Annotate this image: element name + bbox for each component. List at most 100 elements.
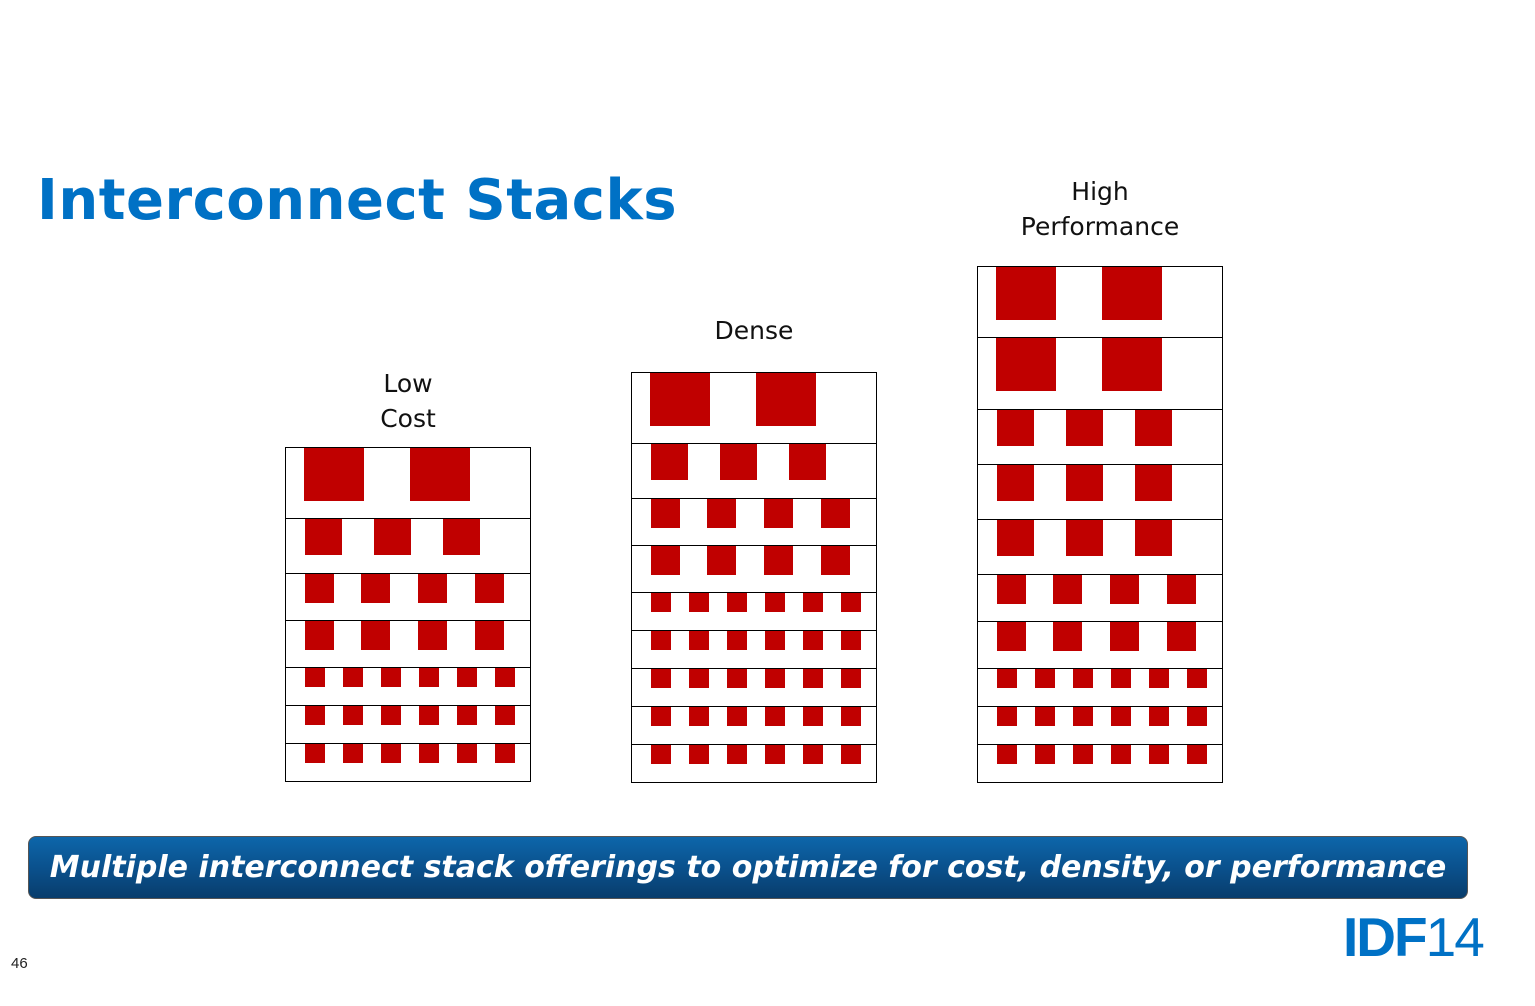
label-line: Cost [380, 404, 436, 433]
idf-logo: IDF14 [1343, 905, 1485, 969]
interconnect-square [727, 745, 747, 764]
interconnect-square [305, 668, 325, 687]
interconnect-square [419, 744, 439, 763]
interconnect-square [765, 593, 785, 612]
interconnect-square [651, 593, 671, 612]
stack-dense [631, 372, 877, 783]
interconnect-square [727, 707, 747, 726]
interconnect-square [651, 745, 671, 764]
interconnect-square [1053, 622, 1082, 651]
interconnect-square [457, 668, 477, 687]
stack-label-high-performance: High Performance [977, 174, 1223, 244]
metal-layer [631, 593, 877, 631]
interconnect-square [1102, 267, 1162, 320]
interconnect-square [304, 448, 364, 501]
interconnect-square [651, 707, 671, 726]
page-number: 46 [11, 955, 28, 972]
metal-layer [631, 707, 877, 745]
interconnect-square [1149, 669, 1169, 688]
interconnect-square [361, 574, 390, 603]
metal-layer [631, 631, 877, 669]
interconnect-square [803, 669, 823, 688]
interconnect-square [803, 593, 823, 612]
metal-layer [977, 338, 1223, 410]
interconnect-square [457, 744, 477, 763]
interconnect-square [1066, 465, 1103, 501]
interconnect-square [997, 622, 1026, 651]
stack-label-low-cost: Low Cost [285, 366, 531, 436]
interconnect-square [305, 706, 325, 725]
interconnect-square [707, 546, 736, 575]
interconnect-square [651, 631, 671, 650]
interconnect-square [841, 669, 861, 688]
metal-layer [631, 669, 877, 707]
banner-text: Multiple interconnect stack offerings to… [49, 850, 1447, 885]
stack-label-dense: Dense [631, 313, 877, 348]
interconnect-square [1187, 745, 1207, 764]
metal-layer [631, 372, 877, 444]
interconnect-square [1135, 410, 1172, 446]
interconnect-square [1111, 669, 1131, 688]
interconnect-square [361, 621, 390, 650]
interconnect-square [689, 745, 709, 764]
interconnect-square [305, 574, 334, 603]
interconnect-square [997, 707, 1017, 726]
stack-high-performance [977, 266, 1223, 783]
interconnect-square [443, 519, 480, 555]
interconnect-square [374, 519, 411, 555]
interconnect-square [495, 668, 515, 687]
metal-layer [285, 574, 531, 621]
interconnect-square [418, 621, 447, 650]
interconnect-square [475, 574, 504, 603]
interconnect-square [727, 669, 747, 688]
interconnect-square [1073, 707, 1093, 726]
metal-layer [285, 621, 531, 668]
metal-layer [977, 465, 1223, 520]
interconnect-square [841, 631, 861, 650]
interconnect-square [419, 706, 439, 725]
interconnect-square [765, 669, 785, 688]
metal-layer [977, 575, 1223, 622]
interconnect-square [1111, 707, 1131, 726]
metal-layer [285, 519, 531, 574]
interconnect-square [764, 499, 793, 528]
interconnect-square [689, 631, 709, 650]
interconnect-square [789, 444, 826, 480]
metal-layer [977, 707, 1223, 745]
interconnect-square [651, 499, 680, 528]
interconnect-square [343, 668, 363, 687]
interconnect-square [1073, 745, 1093, 764]
interconnect-square [651, 444, 688, 480]
interconnect-square [1135, 520, 1172, 556]
metal-layer [977, 745, 1223, 783]
interconnect-square [381, 744, 401, 763]
metal-layer [977, 266, 1223, 338]
interconnect-square [689, 669, 709, 688]
interconnect-square [650, 373, 710, 426]
label-line: High [1071, 177, 1129, 206]
interconnect-square [1187, 707, 1207, 726]
metal-layer [977, 520, 1223, 575]
interconnect-square [1149, 707, 1169, 726]
logo-light: 14 [1425, 906, 1485, 968]
interconnect-square [475, 621, 504, 650]
interconnect-square [997, 520, 1034, 556]
interconnect-square [997, 669, 1017, 688]
interconnect-square [841, 593, 861, 612]
interconnect-square [727, 631, 747, 650]
interconnect-square [495, 744, 515, 763]
interconnect-square [1102, 338, 1162, 391]
interconnect-square [305, 621, 334, 650]
logo-bold: IDF [1343, 906, 1428, 968]
interconnect-square [841, 745, 861, 764]
interconnect-square [381, 706, 401, 725]
interconnect-square [727, 593, 747, 612]
interconnect-square [765, 707, 785, 726]
interconnect-square [997, 575, 1026, 604]
interconnect-square [457, 706, 477, 725]
label-line: Low [383, 369, 433, 398]
interconnect-square [1110, 575, 1139, 604]
metal-layer [631, 444, 877, 499]
interconnect-square [1035, 707, 1055, 726]
interconnect-square [765, 745, 785, 764]
